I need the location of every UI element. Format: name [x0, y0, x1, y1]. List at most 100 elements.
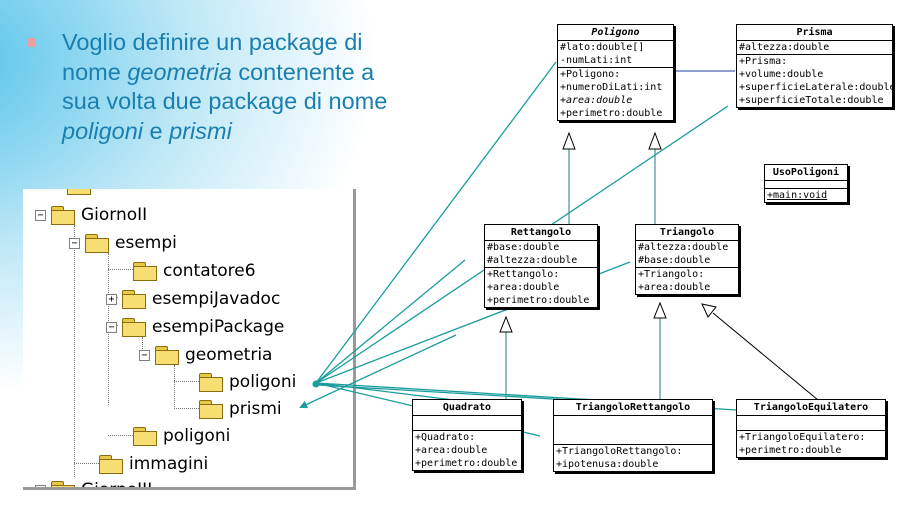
tree-row-geometria[interactable]: − geometria: [139, 343, 272, 367]
operation: +Triangolo:: [638, 269, 705, 280]
folder-icon: [67, 189, 91, 195]
tree-connector: [108, 435, 133, 436]
class-name: UsoPoligoni: [765, 165, 847, 181]
inheritance-triangoloequilatero: [701, 303, 819, 401]
attribute: #base:double: [638, 255, 711, 266]
bullet-geometria: geometria: [127, 58, 232, 85]
folder-icon: [155, 346, 179, 365]
operation: +Quadrato:: [415, 432, 476, 443]
inheritance-quadrato: [499, 315, 513, 400]
tree-label: immagini: [129, 454, 209, 474]
tree-row-prismi[interactable]: prismi: [199, 397, 282, 421]
class-attributes: #altezza:double #base:double: [636, 241, 738, 268]
operation: +Prisma:: [739, 56, 788, 67]
tree-connector: [142, 337, 143, 357]
operation: +superficieTotale:double: [739, 95, 884, 106]
tree-row-esempi[interactable]: − esempi: [69, 231, 177, 255]
class-operations: +Triangolo: +area:double: [636, 268, 738, 294]
tree-label: poligoni: [163, 426, 231, 446]
tree-row-esempipackage[interactable]: − esempiPackage: [106, 315, 284, 339]
class-attributes: #base:double #altezza:double: [485, 241, 597, 268]
class-poligono[interactable]: Poligono #lato:double[] -numLati:int +Po…: [557, 24, 674, 121]
tree-row-giorno2[interactable]: − GiornoII: [35, 203, 147, 227]
folder-icon: [51, 481, 75, 487]
operation: +area:double: [415, 445, 488, 456]
class-operations: +TriangoloEquilatero: +perimetro:double: [737, 431, 885, 457]
bullet-line-2a: nome: [62, 58, 128, 85]
class-attributes: #altezza:double: [737, 41, 892, 55]
tree-connector: [108, 269, 133, 270]
operation: +perimetro:double: [487, 295, 590, 306]
bullet-marker: [27, 38, 36, 47]
tree-label: contatore6: [163, 261, 256, 281]
tree-row-partial[interactable]: [67, 189, 97, 197]
class-prisma[interactable]: Prisma #altezza:double +Prisma: +volume:…: [736, 24, 896, 108]
collapse-icon[interactable]: −: [139, 349, 150, 361]
attribute: #altezza:double: [739, 42, 830, 53]
collapse-icon[interactable]: −: [35, 209, 46, 221]
tree-label: esempiPackage: [152, 317, 285, 337]
folder-icon: [85, 234, 109, 253]
class-attributes: [765, 181, 847, 189]
class-name: Poligono: [558, 25, 673, 41]
operation: +perimetro:double: [739, 445, 842, 456]
expand-icon[interactable]: +: [106, 293, 117, 305]
attribute: #base:double: [487, 242, 560, 253]
operation: +Rettangolo:: [487, 269, 560, 280]
folder-icon: [199, 373, 223, 392]
operation: +perimetro:double: [560, 108, 663, 119]
collapse-icon[interactable]: −: [106, 321, 117, 333]
class-attributes: [554, 416, 712, 445]
class-attributes: #lato:double[] -numLati:int: [558, 41, 673, 68]
tree-row-poligoni-sub[interactable]: poligoni: [199, 370, 296, 394]
class-operations: +main:void: [765, 189, 847, 202]
class-name: Prisma: [737, 25, 892, 41]
collapse-icon[interactable]: −: [69, 237, 80, 249]
tree-row-giorno3[interactable]: + GiornoIII: [35, 478, 152, 487]
bullet-text: Voglio definire un package di nome geome…: [62, 28, 442, 146]
class-triangolo[interactable]: Triangolo #altezza:double #base:double +…: [635, 224, 739, 295]
class-triangolorettangolo[interactable]: TriangoloRettangolo +TriangoloRettangolo…: [553, 399, 713, 472]
tree-row-poligoni[interactable]: poligoni: [133, 424, 230, 448]
inheritance-rettangolo: [562, 131, 576, 226]
tree-connector: [174, 381, 199, 382]
operation: +numeroDiLati:int: [560, 82, 663, 93]
attribute: #altezza:double: [638, 242, 729, 253]
expand-icon[interactable]: +: [35, 484, 46, 487]
operation: +perimetro:double: [415, 458, 518, 469]
tree-label: poligoni: [229, 372, 297, 392]
operation: +ipotenusa:double: [556, 459, 659, 470]
class-name: Triangolo: [636, 225, 738, 241]
bullet-and: e: [143, 117, 170, 144]
operation: +superficieLaterale:double: [739, 82, 896, 93]
tree-row-contatore6[interactable]: contatore6: [133, 259, 256, 283]
class-usopoligoni[interactable]: UsoPoligoni +main:void: [764, 164, 848, 203]
operation: +volume:double: [739, 69, 824, 80]
class-attributes: [413, 416, 521, 431]
tree-label: GiornoII: [81, 205, 148, 225]
attribute: #lato:double[]: [560, 42, 645, 53]
tree-row-immagini[interactable]: immagini: [99, 452, 208, 476]
attribute: #altezza:double: [487, 255, 578, 266]
tree-row-esempijavadoc[interactable]: + esempiJavadoc: [106, 287, 280, 311]
tree-label: prismi: [229, 399, 282, 419]
class-quadrato[interactable]: Quadrato +Quadrato: +area:double +perime…: [412, 399, 522, 471]
class-rettangolo[interactable]: Rettangolo #base:double #altezza:double …: [484, 224, 598, 308]
attribute: -numLati:int: [560, 55, 633, 66]
tree-connector: [174, 408, 199, 409]
folder-icon: [99, 455, 123, 474]
operation: +TriangoloRettangolo:: [556, 446, 683, 457]
tree-label: esempiJavadoc: [152, 289, 281, 309]
class-name: TriangoloRettangolo: [554, 400, 712, 416]
folder-icon: [199, 400, 223, 419]
inheritance-triangolo: [648, 131, 662, 226]
class-name: Quadrato: [413, 400, 521, 416]
folder-icon: [122, 290, 146, 309]
folder-icon: [133, 262, 157, 281]
tree-label: geometria: [185, 345, 273, 365]
class-operations: +Prisma: +volume:double +superficieLater…: [737, 55, 896, 107]
folder-tree: − GiornoII − esempi contatore6 + esempiJ…: [23, 189, 356, 490]
class-triangoloequilatero[interactable]: TriangoloEquilatero +TriangoloEquilatero…: [736, 399, 886, 458]
class-name: Rettangolo: [485, 225, 597, 241]
class-operations: +TriangoloRettangolo: +ipotenusa:double: [554, 445, 712, 471]
